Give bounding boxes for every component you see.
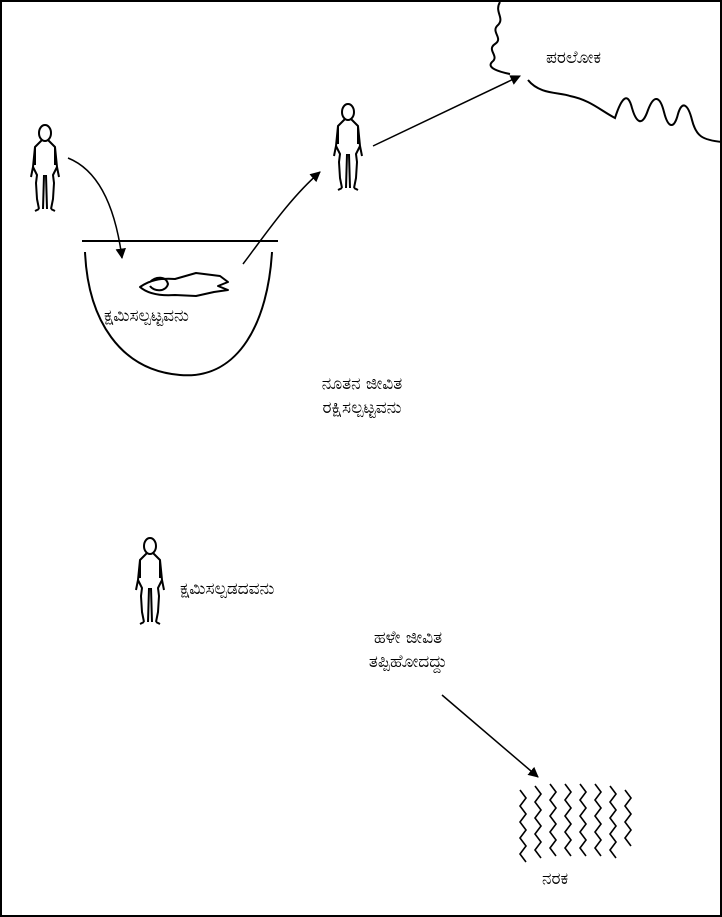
heaven-cloud bbox=[489, 1, 511, 75]
old-life-line2: ತಪ್ಪಿಹೋದದ್ದು bbox=[368, 652, 448, 672]
person-before-icon bbox=[30, 124, 60, 212]
new-life-line2: ರಕ್ಷಿಸಲ್ಪಟ್ಟವನು bbox=[322, 398, 402, 418]
new-life-label: ನೂತನ ಜೀವಿತ ರಕ್ಷಿಸಲ್ಪಟ್ಟವನು bbox=[272, 372, 452, 420]
person-unforgiven-icon bbox=[135, 537, 165, 625]
hell-flames-icon bbox=[519, 783, 632, 863]
heaven-label: ಪರಲೋಕ bbox=[546, 48, 601, 68]
unforgiven-label: ಕ್ಷಮಿಸಲ್ಪಡದವನು bbox=[180, 579, 275, 599]
hell-label: ನರಕ bbox=[542, 869, 569, 889]
forgiven-label: ಕ್ಷಮಿಸಲ್ಪಟ್ಟವನು bbox=[104, 306, 189, 326]
new-life-line1: ನೂತನ ಜೀವಿತ bbox=[321, 374, 403, 394]
old-life-line1: ಹಳೇ ಜೀವಿತ bbox=[373, 628, 443, 648]
old-life-label: ಹಳೇ ಜೀವಿತ ತಪ್ಪಿಹೋದದ್ದು bbox=[328, 626, 488, 674]
pit-outline bbox=[84, 251, 273, 377]
heaven-cloud-line bbox=[527, 79, 722, 143]
person-raised-icon bbox=[333, 103, 363, 191]
buried-person-icon bbox=[139, 272, 229, 297]
